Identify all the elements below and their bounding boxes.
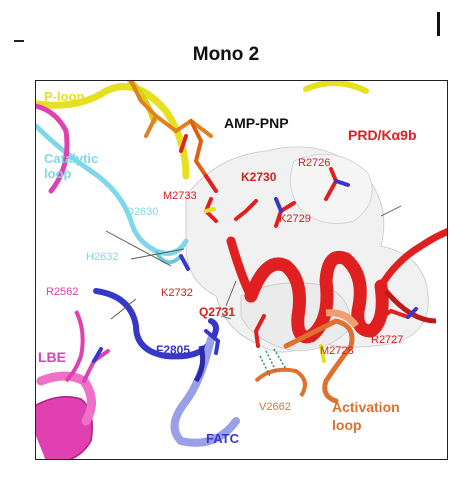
activation-loop-label: Activation loop bbox=[332, 399, 400, 433]
residue-k2729: K2729 bbox=[279, 213, 311, 225]
panel-title: Mono 2 bbox=[192, 44, 260, 65]
corner-mark bbox=[14, 40, 24, 42]
residue-d2630: D2630 bbox=[126, 206, 159, 218]
lbe-ribbon bbox=[36, 103, 96, 459]
prd-label: PRD/Kα9b bbox=[348, 127, 417, 143]
structure-panel: P-loop Catalytic loop AMP-PNP PRD/Kα9b R… bbox=[35, 80, 448, 460]
edge-bar bbox=[437, 12, 440, 36]
residue-m2728: M2728 bbox=[320, 345, 354, 357]
lbe-label: LBE bbox=[38, 349, 66, 365]
activation-loop-ribbon bbox=[254, 309, 359, 404]
residue-f2805: F2805 bbox=[156, 343, 191, 357]
residue-sticks bbox=[82, 167, 418, 383]
fatc-label: FATC bbox=[206, 431, 239, 446]
catalytic-loop-label: Catalytic loop bbox=[44, 151, 99, 181]
residue-q2731: Q2731 bbox=[199, 305, 236, 319]
residue-v2662: V2662 bbox=[259, 401, 291, 413]
density-mesh bbox=[185, 146, 429, 353]
leader-lines bbox=[105, 205, 402, 320]
residue-h2632: H2632 bbox=[86, 251, 119, 263]
residue-m2733: M2733 bbox=[163, 190, 197, 202]
structure-illustration bbox=[36, 81, 447, 459]
residue-r2727: R2727 bbox=[371, 334, 404, 346]
amp-pnp-ligand bbox=[129, 81, 218, 193]
p-loop-label: P-loop bbox=[44, 89, 85, 104]
residue-r2726: R2726 bbox=[298, 157, 331, 169]
fatc-ribbon bbox=[93, 288, 240, 447]
residue-k2732: K2732 bbox=[161, 287, 193, 299]
residue-k2730: K2730 bbox=[241, 170, 277, 184]
amp-pnp-label: AMP-PNP bbox=[224, 115, 289, 131]
residue-r2562: R2562 bbox=[46, 286, 79, 298]
